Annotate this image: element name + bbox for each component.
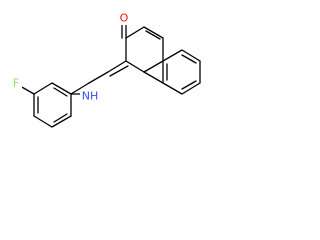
bond-c8a-c1	[125, 60, 145, 73]
amine-label: NH	[82, 90, 99, 103]
bond-c1-ch-double	[109, 65, 129, 77]
oxygen-atom: O	[117, 11, 130, 25]
bond-c5-c6-inner	[181, 54, 197, 64]
bond-ar-6	[51, 82, 72, 95]
bond-ar-5	[33, 82, 53, 95]
bond-ch-nh	[88, 71, 109, 84]
bond-c1-ch	[107, 60, 127, 73]
bond-c4a-c8a	[143, 60, 164, 73]
bond-c8a-c1-ring	[143, 71, 164, 84]
bond-c3-c4	[143, 26, 164, 39]
bond-ar-6-inner	[53, 87, 68, 97]
bond-ar-2	[51, 115, 72, 128]
fluorine-label: F	[13, 77, 19, 90]
bond-c4a-c5	[162, 49, 183, 62]
bond-ar-3	[33, 115, 53, 128]
amine-atom: NH	[80, 89, 101, 103]
oxygen-label: O	[120, 12, 129, 25]
bond-c8-c8a	[162, 82, 183, 95]
bond-c3-c4-inner	[145, 30, 161, 40]
bond-c7-c8	[181, 82, 201, 95]
bond-nh-c1p	[70, 82, 90, 95]
bond-c-f	[19, 85, 35, 95]
fluorine-atom: F	[10, 76, 22, 90]
bond-ar-2-inner	[53, 113, 68, 123]
atom-labels: O NH F	[10, 11, 130, 103]
bonds	[19, 23, 201, 128]
bond-c7-c8-inner	[181, 80, 197, 90]
bond-c5-c6	[181, 49, 201, 62]
bond-c2-c3	[125, 26, 145, 39]
molecule-structure: O NH F	[10, 11, 201, 128]
